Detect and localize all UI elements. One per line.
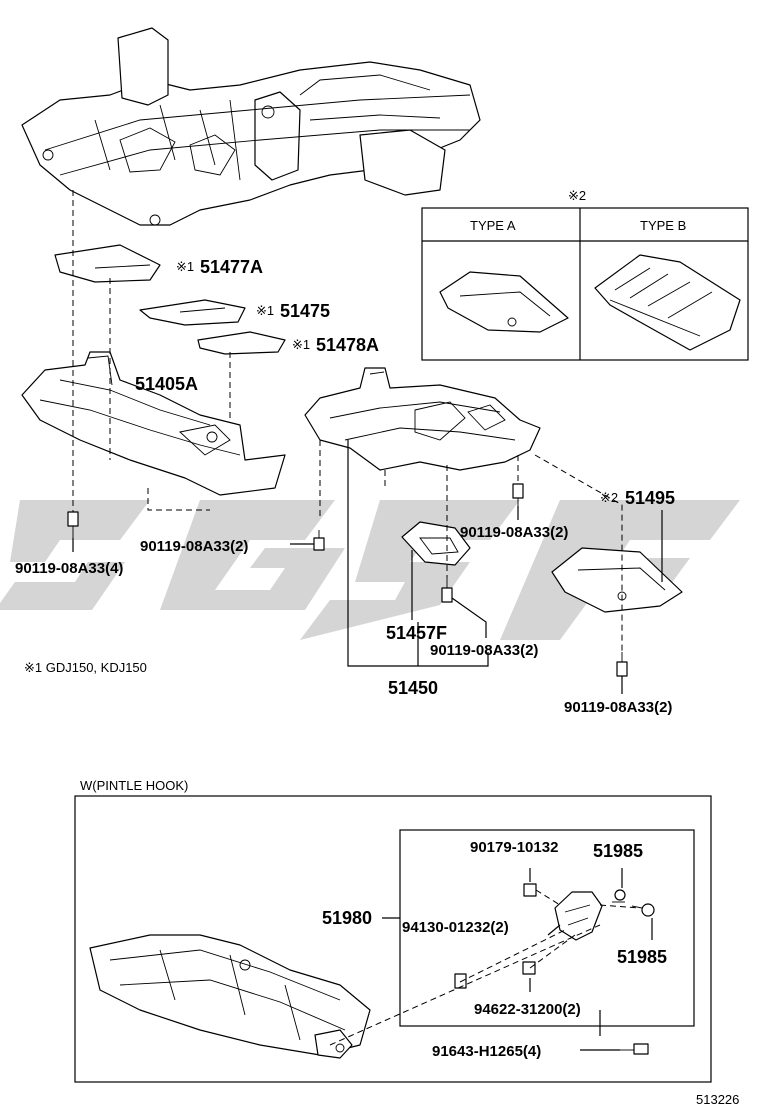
nut-icon [523, 883, 537, 897]
label-bolt-top-right: 90119-08A33(2) [460, 524, 568, 541]
pintle-section-frame [74, 795, 712, 1083]
label-94130: 94130-01232(2) [402, 919, 509, 936]
label-90179: 90179-10132 [470, 839, 558, 856]
label-51475: 51475 [280, 301, 330, 321]
footnote: ※1 GDJ150, KDJ150 [24, 660, 147, 675]
part-51405A-shape [21, 351, 286, 496]
label-51985-top: 51985 [593, 841, 643, 861]
label-51985-bottom: 51985 [617, 947, 667, 967]
bolt-icon [616, 652, 628, 677]
label-bolt-mid: 90119-08A33(2) [140, 538, 248, 555]
label-bolt-bottom-right: 90119-08A33(2) [564, 699, 672, 716]
type-b-guard [594, 254, 741, 351]
bolt-icon [313, 530, 325, 551]
type-comparison-box: ※2 TYPE A TYPE B [421, 188, 749, 361]
label-51477A: 51477A [200, 257, 263, 277]
part-51450-shape [304, 367, 541, 471]
part-51475-shape [139, 299, 246, 326]
washer-icon [454, 973, 467, 989]
type-a-label: TYPE A [470, 218, 516, 233]
pin-icon [612, 889, 626, 903]
clip-icon [631, 903, 655, 917]
label-51478A: 51478A [316, 335, 379, 355]
diagram-id: 513226 [696, 1092, 739, 1107]
pintle-frame-drawing [89, 934, 371, 1059]
note1-mark: ※1 [256, 303, 274, 318]
spacer-icon [522, 961, 536, 975]
pintle-hook-bracket [554, 891, 603, 941]
part-51477A-shape [54, 244, 161, 283]
note1-mark: ※1 [292, 337, 310, 352]
type-b-label: TYPE B [640, 218, 686, 233]
note2-mark: ※2 [600, 490, 618, 505]
type-a-guard [439, 271, 569, 333]
pintle-detail-frame [399, 829, 695, 1027]
label-bolt-center: 90119-08A33(2) [430, 642, 538, 659]
label-bolt-left: 90119-08A33(4) [15, 560, 123, 577]
bolt-icon [441, 578, 453, 603]
installation-lines [72, 190, 623, 652]
label-51980: 51980 [322, 908, 372, 928]
vehicle-frame [21, 27, 481, 226]
pintle-leader-lines [382, 868, 653, 1051]
label-51450: 51450 [388, 678, 438, 698]
leader-lines [72, 440, 663, 694]
part-51495-shape [551, 547, 683, 613]
label-51457F: 51457F [386, 623, 447, 643]
type-box-header: ※2 [568, 188, 586, 203]
pintle-hook-parts [329, 883, 655, 1055]
bolt-icon [620, 1043, 649, 1055]
label-94622: 94622-31200(2) [474, 1001, 581, 1018]
label-51405A: 51405A [135, 374, 198, 394]
annotation-labels: ※1 51477A ※1 51475 ※1 51478A 51405A ※2 5… [15, 257, 739, 1107]
bolt-icons [67, 483, 628, 677]
part-51478A-shape [197, 331, 286, 355]
pintle-section-title: W(PINTLE HOOK) [80, 778, 188, 793]
part-51457F-shape [401, 521, 471, 566]
label-91643: 91643-H1265(4) [432, 1043, 541, 1060]
bolt-icon [512, 483, 524, 506]
note1-mark: ※1 [176, 259, 194, 274]
label-51495: 51495 [625, 488, 675, 508]
